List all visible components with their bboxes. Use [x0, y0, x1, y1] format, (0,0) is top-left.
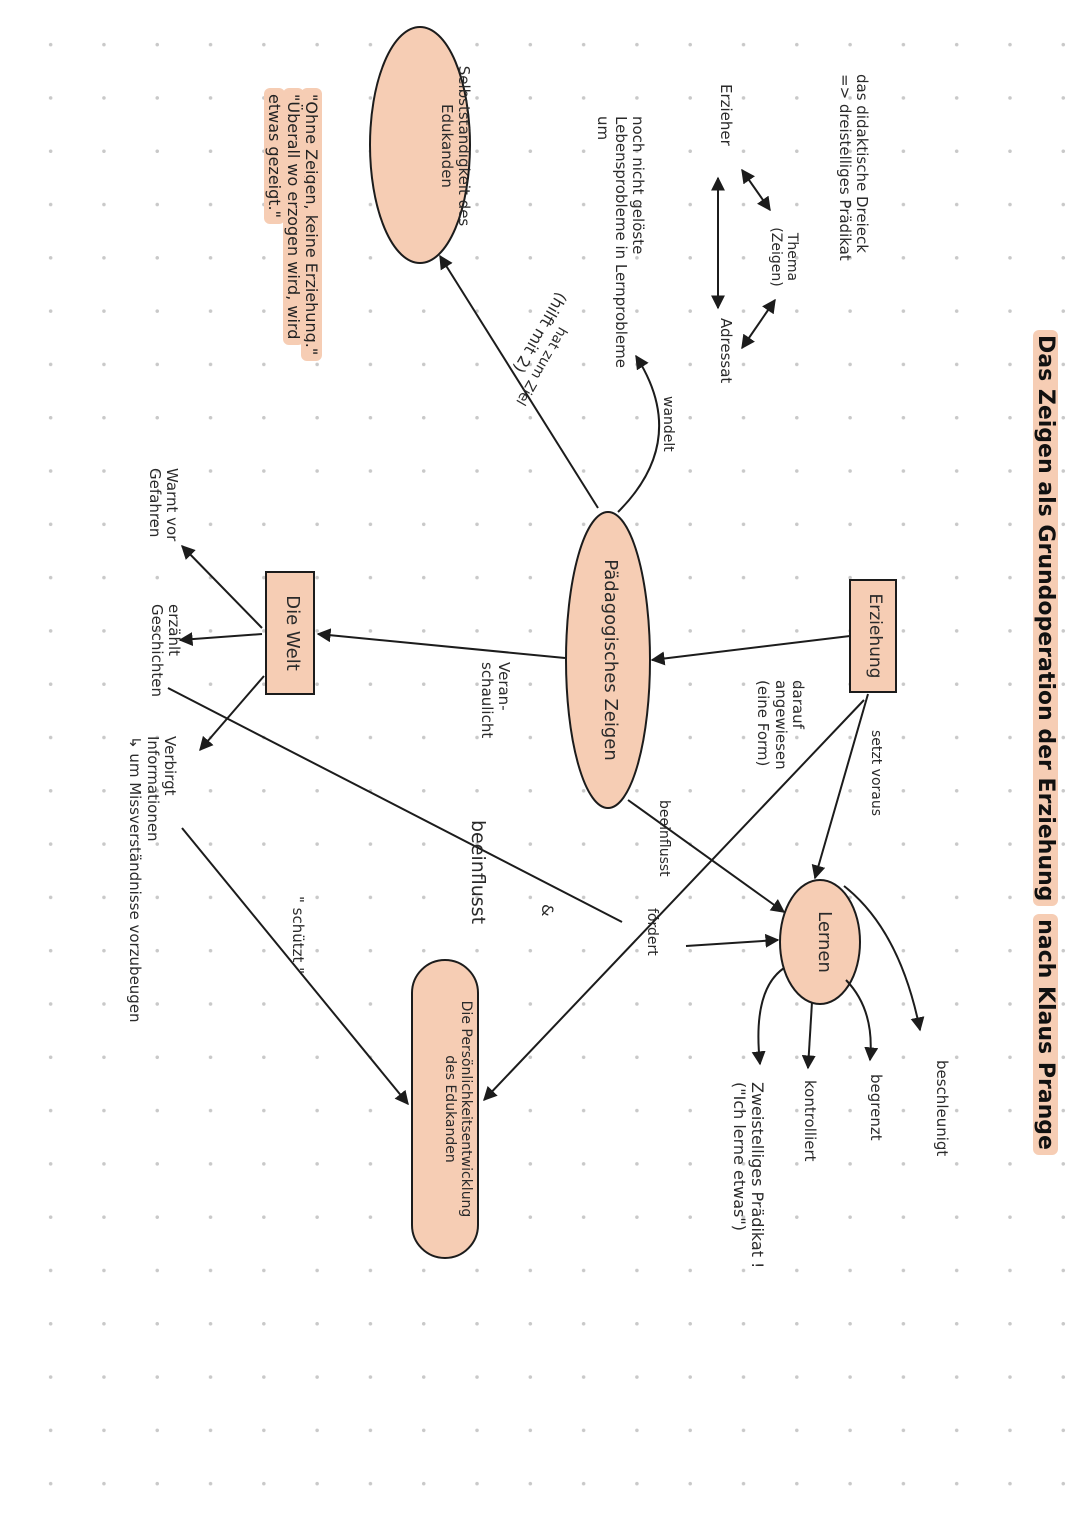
edge-lernen-in	[685, 933, 780, 948]
edge-welt-erzaehlt	[178, 632, 263, 647]
edge-zeigen-lernen	[627, 799, 786, 913]
die-welt-label: Die Welt	[282, 595, 303, 671]
beeinflusst-small-label: beeinflusst	[656, 800, 672, 877]
edge-welt-lernen	[167, 687, 623, 923]
beeinflusst-big-label: beeinflusst	[467, 820, 489, 925]
edge-schuetzt	[181, 827, 409, 1106]
triangle-adressat: Adressat	[717, 318, 735, 384]
selbststaendigkeit-ellipse	[369, 26, 471, 264]
erziehung-label: Erziehung	[865, 593, 885, 679]
foerdert-label: fördert	[644, 908, 660, 956]
triangle-erzieher-thema	[741, 168, 771, 212]
edge-erziehung-zeigen	[650, 635, 851, 666]
beschleunigt-label: beschleunigt	[933, 1060, 951, 1157]
schuetzt-label: " schützt "	[289, 896, 307, 975]
edge-zeigen-selbststaendigkeit	[439, 254, 599, 509]
kontrolliert-label: kontrolliert	[801, 1080, 819, 1162]
edge-zeigen-wandelt	[617, 354, 661, 513]
page-title: Das Zeigen als Grundoperation der Erzieh…	[1033, 330, 1058, 1155]
und-label: &	[538, 904, 557, 917]
edge-welt-verbirgt	[199, 675, 265, 752]
wandelt-label: wandelt	[660, 396, 676, 452]
zweistelliges-label: Zweistelliges Prädikat !("Ich lerne etwa…	[729, 1082, 767, 1269]
lernen-label: Lernen	[814, 911, 835, 973]
setzt-voraus-label: setzt voraus	[868, 730, 884, 817]
edge-welt-warnt	[181, 544, 263, 629]
branch-beschleunigt	[843, 885, 925, 1032]
triangle-thema: Thema(Zeigen)	[767, 227, 800, 287]
die-welt-box	[265, 571, 315, 695]
triangle-thema-adressat	[741, 298, 776, 350]
quote-block: "Ohne Zeigen, keine Erziehung.""Überall …	[264, 88, 322, 362]
lernen-ellipse	[779, 879, 861, 1005]
triangle-heading: das didaktische Dreieck=> dreistelliges …	[835, 74, 871, 261]
branch-begrenzt	[845, 979, 879, 1062]
paedagogisches-zeigen-label: Pädagogisches Zeigen	[600, 559, 621, 761]
paedagogisches-zeigen-ellipse	[565, 511, 651, 809]
branch-kontrolliert	[801, 1001, 816, 1070]
begrenzt-label: begrenzt	[867, 1074, 885, 1141]
edge-zeigen-welt	[316, 628, 566, 659]
edge-erziehung-persoenlichkeit	[483, 699, 865, 1102]
veranschaulicht-label: Veran-schaulicht	[477, 662, 513, 739]
triangle-erzieher: Erzieher	[717, 84, 735, 146]
branch-zweistellig	[751, 967, 785, 1066]
persoenlichkeit-box	[411, 959, 479, 1259]
edge-erziehung-lernen	[811, 693, 869, 880]
